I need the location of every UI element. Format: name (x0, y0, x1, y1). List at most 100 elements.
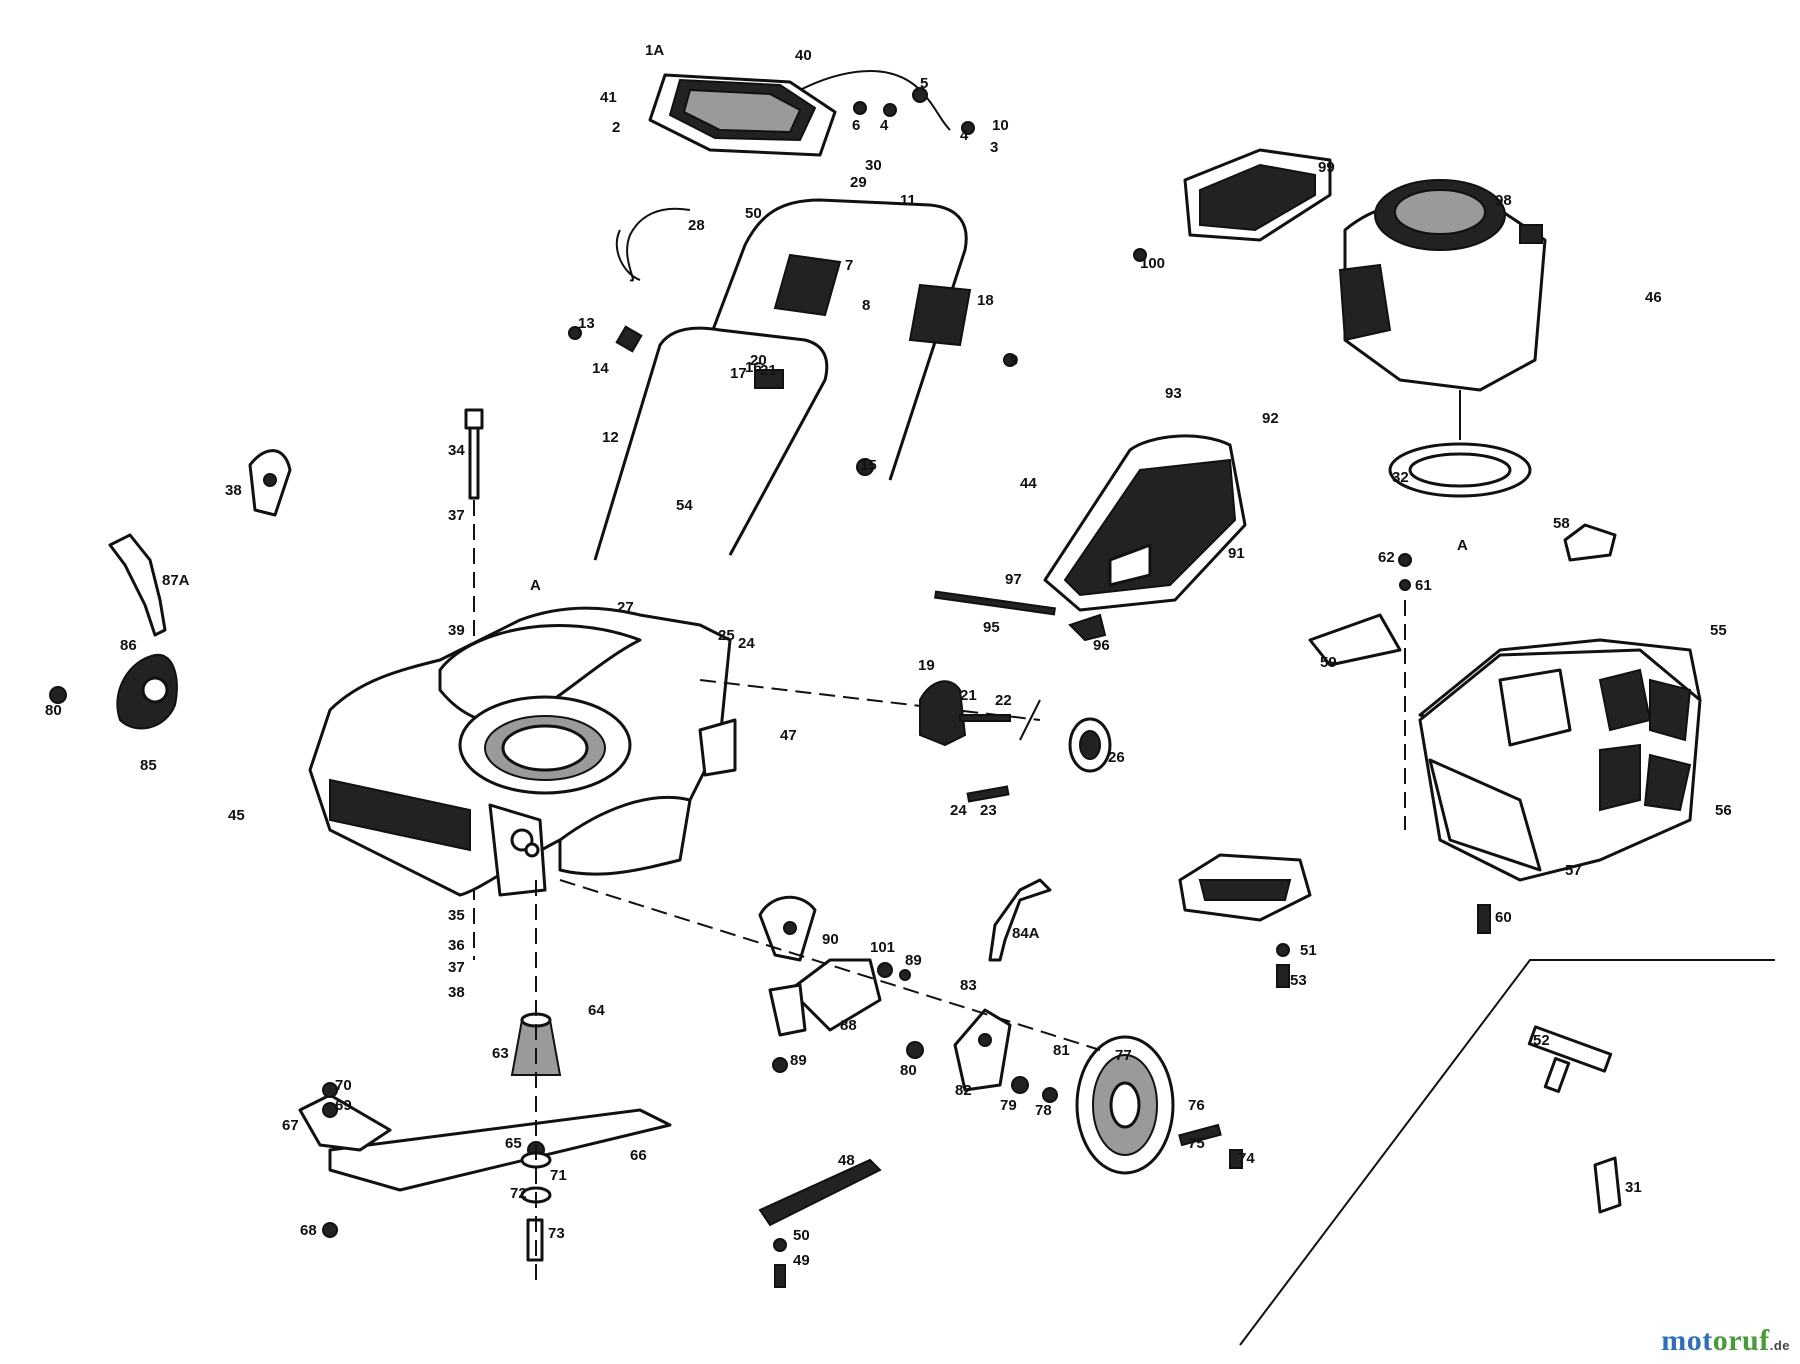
part-label: 4 (880, 117, 889, 134)
part-label: 82 (955, 1082, 972, 1099)
catcher-handle-58 (1563, 523, 1617, 562)
part-label: 61 (1415, 577, 1432, 594)
part-label: 1A (645, 42, 664, 59)
part-label: 68 (300, 1222, 317, 1239)
bracket-88 (768, 958, 882, 1037)
part-label: 64 (588, 1002, 605, 1019)
lower-handle (593, 326, 829, 561)
cable-40 (799, 70, 951, 131)
part-label: 2 (612, 119, 620, 136)
gasket-32 (1388, 442, 1532, 498)
handle-pads (773, 253, 972, 347)
rear-wheel-26 (1068, 717, 1112, 773)
part-label: 78 (1035, 1102, 1052, 1119)
part-label: 72 (510, 1185, 527, 1202)
part-label: 18 (977, 292, 994, 309)
part-label: 24 (950, 802, 967, 819)
mower-deck (308, 606, 737, 897)
part-label: 24 (738, 635, 755, 652)
bolt-34 (464, 408, 484, 500)
part-label: 89 (790, 1052, 807, 1069)
height-bracket-90 (758, 895, 817, 962)
part-label: 63 (492, 1045, 509, 1062)
part-label: 90 (822, 931, 839, 948)
part-label: 58 (1553, 515, 1570, 532)
part-label: 81 (1053, 1042, 1070, 1059)
part-label: 14 (592, 360, 609, 377)
part-label: 70 (335, 1077, 352, 1094)
part-label: 15 (860, 457, 877, 474)
scraper-48 (758, 1158, 882, 1227)
part-label: 85 (140, 757, 157, 774)
screws-89-101 (772, 962, 911, 1073)
engine-46 (1338, 179, 1547, 440)
part-label: 47 (780, 727, 797, 744)
part-label: 99 (1318, 159, 1335, 176)
rear-axle (699, 679, 1041, 747)
part-label: 54 (676, 497, 693, 514)
part-label: 65 (505, 1135, 522, 1152)
key-33 (1593, 1156, 1622, 1214)
part-label: 41 (600, 89, 617, 106)
part-label: 100 (1140, 255, 1165, 272)
screws-53-52 (1276, 943, 1290, 988)
wheel-hardware (906, 1041, 1243, 1169)
screw-80-left (49, 686, 67, 704)
part-label: 97 (1005, 571, 1022, 588)
part-label: 34 (448, 442, 465, 459)
part-label: 76 (1188, 1097, 1205, 1114)
front-height-lever-84a (988, 878, 1052, 962)
part-label: 44 (1020, 475, 1037, 492)
part-label: 30 (865, 157, 882, 174)
motoruf-logo: motoruf.de (1661, 1324, 1790, 1357)
grass-chute-bracket-38 (248, 449, 292, 517)
part-label: 46 (1645, 289, 1662, 306)
part-label: 5 (920, 75, 928, 92)
wheel-mount-85 (116, 653, 178, 730)
part-label: 66 (630, 1147, 647, 1164)
catcher-hardware (1398, 553, 1491, 934)
part-label: 36 (448, 937, 465, 954)
part-label: 21 (960, 687, 977, 704)
part-label: 37 (448, 959, 465, 976)
part-label: 73 (548, 1225, 565, 1242)
part-label: 16 (745, 359, 762, 376)
part-label: 53 (1290, 972, 1307, 989)
part-label: 19 (918, 657, 935, 674)
part-label: 38 (225, 482, 242, 499)
part-label: 32 (1392, 469, 1409, 486)
part-label: 4 (960, 127, 969, 144)
part-label: A (1457, 537, 1468, 554)
part-label: 37 (448, 507, 465, 524)
part-label: 7 (845, 257, 853, 274)
part-label: 75 (1188, 1135, 1205, 1152)
mulch-insert-51 (1178, 853, 1312, 922)
part-label: 80 (900, 1062, 917, 1079)
part-label: 91 (1228, 545, 1245, 562)
part-label: 3 (990, 139, 998, 156)
part-label: 48 (838, 1152, 855, 1169)
part-label: 20 (750, 352, 767, 369)
cable-28 (615, 207, 691, 282)
part-label: 21 (760, 362, 777, 379)
part-label: 33 (0, 0, 17, 4)
part-label: 26 (1108, 749, 1125, 766)
part-label: A (530, 577, 541, 594)
part-label: 23 (980, 802, 997, 819)
part-label: 51 (1300, 942, 1317, 959)
part-label: 29 (850, 174, 867, 191)
part-label: 56 (1715, 802, 1732, 819)
part-label: 98 (1495, 192, 1512, 209)
small-screws-6-4 (853, 101, 975, 135)
part-label: 55 (1710, 622, 1727, 639)
part-label: 71 (550, 1167, 567, 1184)
part-label: 6 (852, 117, 860, 134)
part-label: 10 (992, 117, 1009, 134)
rod-95 (934, 590, 1056, 616)
blade-adapter-63 (510, 1012, 562, 1076)
height-lever-87a (108, 533, 167, 637)
part-label: 39 (448, 622, 465, 639)
